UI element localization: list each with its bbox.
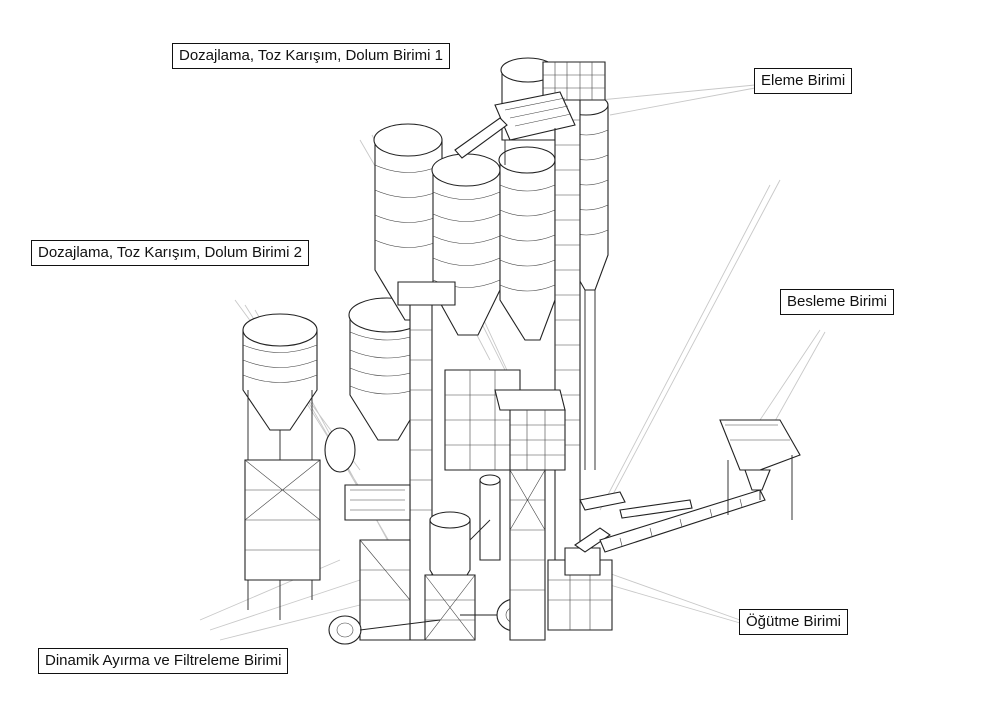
elevator-tower-2	[397, 281, 456, 641]
feed-hopper	[719, 419, 801, 520]
sieve-machine	[454, 91, 576, 165]
mixer-platform-2	[244, 427, 411, 641]
belt-conveyors	[579, 489, 766, 553]
cyclone-filter	[424, 474, 501, 641]
label-separation-filter-unit: Dinamik Ayırma ve Filtreleme Birimi	[38, 648, 289, 674]
grinding-tower	[509, 469, 613, 641]
label-feeding-unit: Besleme Birimi	[780, 289, 895, 315]
mixer-platform-1	[444, 369, 566, 471]
label-dosing-unit-2: Dozajlama, Toz Karışım, Dolum Birimi 2	[31, 240, 309, 266]
label-dosing-unit-1: Dozajlama, Toz Karışım, Dolum Birimi 1	[172, 43, 450, 69]
label-sieving-unit: Eleme Birimi	[754, 68, 853, 94]
label-grinding-unit: Öğütme Birimi	[739, 609, 849, 635]
